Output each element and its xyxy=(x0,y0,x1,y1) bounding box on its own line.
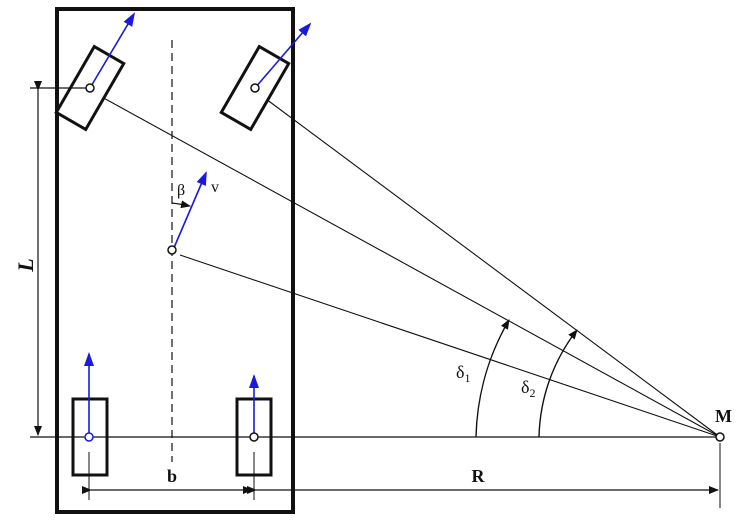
radius-label: R xyxy=(472,466,486,486)
rear-left-wheel xyxy=(71,397,109,477)
delta2-arc xyxy=(538,329,578,438)
ray-front-left xyxy=(99,95,721,438)
delta1-label: δ1 xyxy=(456,362,470,385)
wheelbase-label: L xyxy=(13,258,38,272)
front-left-hub xyxy=(85,83,95,93)
turning-center xyxy=(715,432,725,442)
front-right-hub xyxy=(250,83,260,93)
velocity-label: v xyxy=(211,179,219,196)
ray-front-right xyxy=(261,95,721,438)
beta-arc xyxy=(171,200,191,209)
center-of-gravity xyxy=(167,245,177,255)
rear-left-hub xyxy=(84,432,94,442)
front-right-wheel-vector xyxy=(254,22,312,89)
velocity-vector xyxy=(172,171,207,251)
turning-center-label: M xyxy=(715,406,732,426)
beta-label: β xyxy=(177,182,185,199)
ray-cg xyxy=(179,254,721,438)
track-label: b xyxy=(167,466,177,486)
front-left-wheel-vector xyxy=(89,12,136,89)
rear-right-hub xyxy=(249,432,259,442)
vehicle-body xyxy=(55,7,295,514)
delta2-label: δ2 xyxy=(521,377,535,400)
delta1-arc xyxy=(475,319,510,438)
